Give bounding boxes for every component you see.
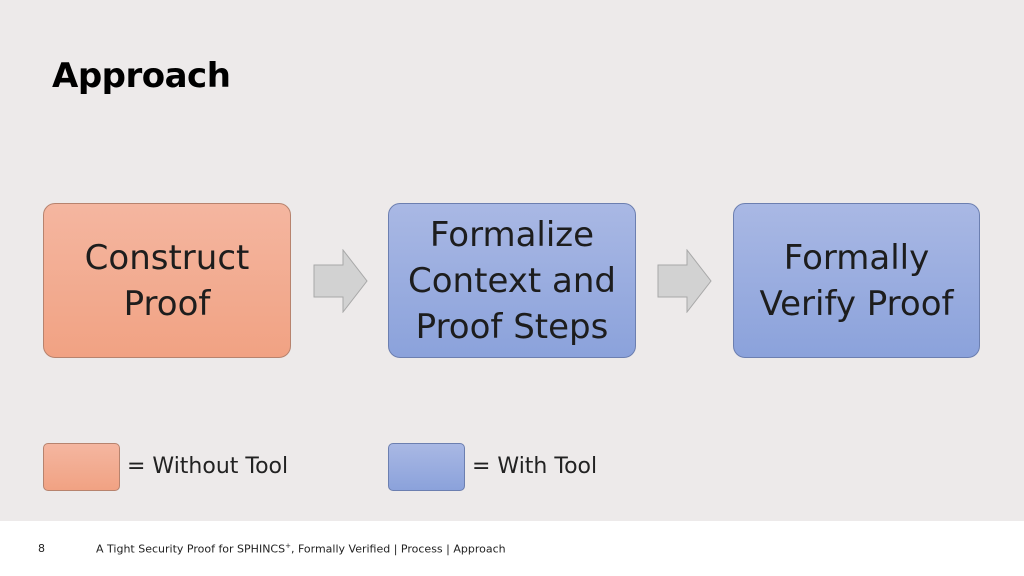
step-construct-proof: Construct Proof (43, 203, 291, 358)
legend-swatch-without-tool (43, 443, 120, 491)
slide-title: Approach (52, 56, 231, 96)
step-label: Formally Verify Proof (759, 237, 954, 324)
right-arrow-icon (657, 249, 712, 313)
legend-label-with-tool: = With Tool (472, 454, 598, 479)
step-label: Formalize Context and Proof Steps (408, 214, 616, 347)
right-arrow-icon (313, 249, 368, 313)
step-formalize-context: Formalize Context and Proof Steps (388, 203, 636, 358)
legend-swatch-with-tool (388, 443, 465, 491)
footer-caption: A Tight Security Proof for SPHINCS+, For… (96, 542, 506, 556)
footer-caption-rest: , Formally Verified | Process | Approach (290, 542, 506, 556)
page-number: 8 (38, 542, 45, 555)
step-label: Construct Proof (84, 237, 250, 324)
legend-label-without-tool: = Without Tool (127, 454, 289, 479)
slide-footer: 8 A Tight Security Proof for SPHINCS+, F… (0, 521, 1024, 576)
step-formally-verify: Formally Verify Proof (733, 203, 980, 358)
footer-caption-superscript: + (285, 542, 291, 550)
footer-caption-main: A Tight Security Proof for SPHINCS (96, 542, 286, 556)
